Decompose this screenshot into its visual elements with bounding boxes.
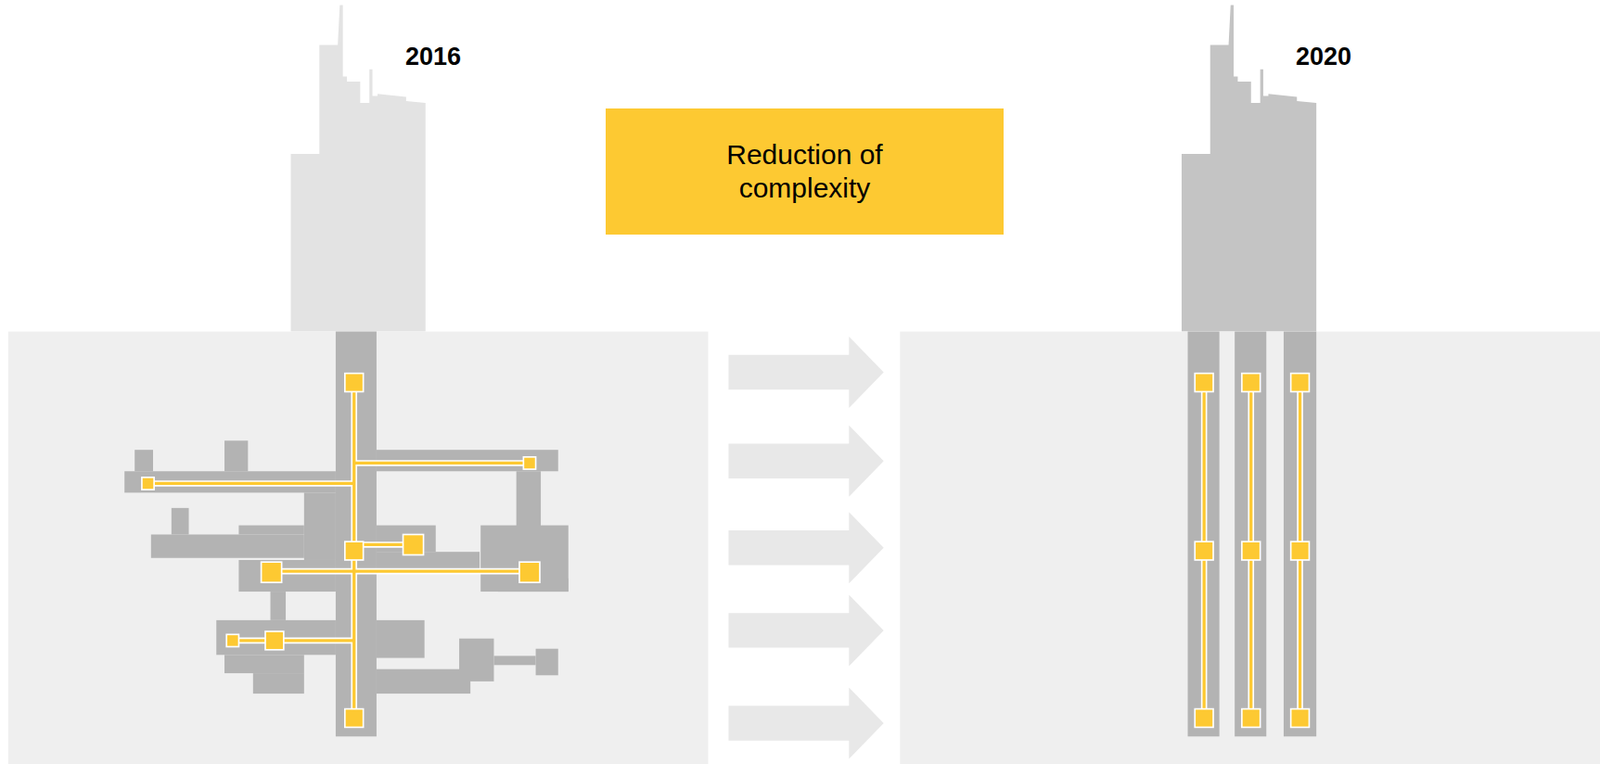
highlight-box: Reduction of complexity (605, 108, 1004, 235)
network-node (1194, 373, 1309, 729)
year-label: 2016 (405, 42, 461, 72)
ground-panel (899, 332, 1600, 764)
simple-structure (1188, 332, 1318, 738)
network-outline (1203, 383, 1300, 719)
arrows (728, 336, 884, 759)
complex-structure (124, 332, 569, 738)
ground-panel (8, 332, 709, 764)
network-node (141, 373, 540, 729)
building-2016 (291, 5, 426, 333)
network-line (148, 383, 530, 719)
network-line (1203, 383, 1300, 719)
network-outline (148, 383, 530, 719)
box-text: Reduction of complexity (693, 138, 917, 205)
year-label: 2020 (1295, 42, 1352, 72)
